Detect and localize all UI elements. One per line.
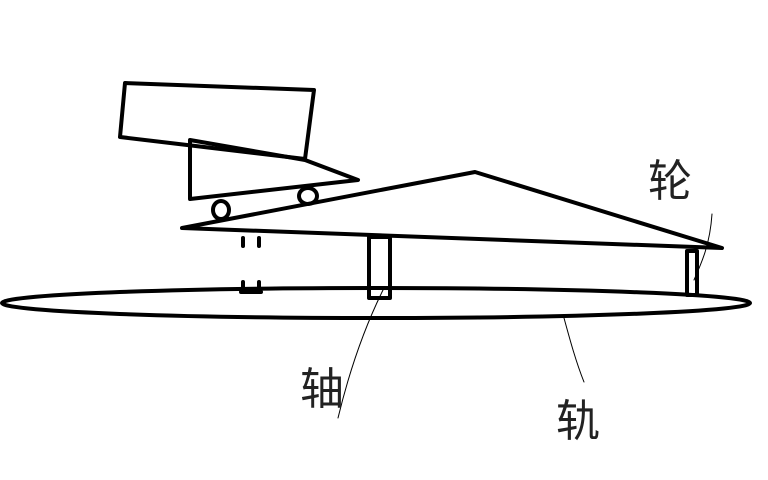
label-axle: 轴 bbox=[300, 364, 344, 415]
track-ellipse bbox=[2, 288, 750, 318]
track-pointer-line bbox=[564, 318, 584, 382]
axle-pointer-line bbox=[338, 288, 384, 418]
cart-wheel-left bbox=[213, 201, 229, 219]
cart-top-box bbox=[120, 83, 314, 159]
wheel-post bbox=[687, 251, 697, 295]
label-wheel: 轮 bbox=[648, 156, 692, 207]
label-track: 轨 bbox=[556, 396, 600, 447]
main-beam bbox=[182, 172, 722, 248]
left-dashed-support bbox=[241, 238, 261, 292]
cart-wheel-right bbox=[299, 188, 317, 204]
